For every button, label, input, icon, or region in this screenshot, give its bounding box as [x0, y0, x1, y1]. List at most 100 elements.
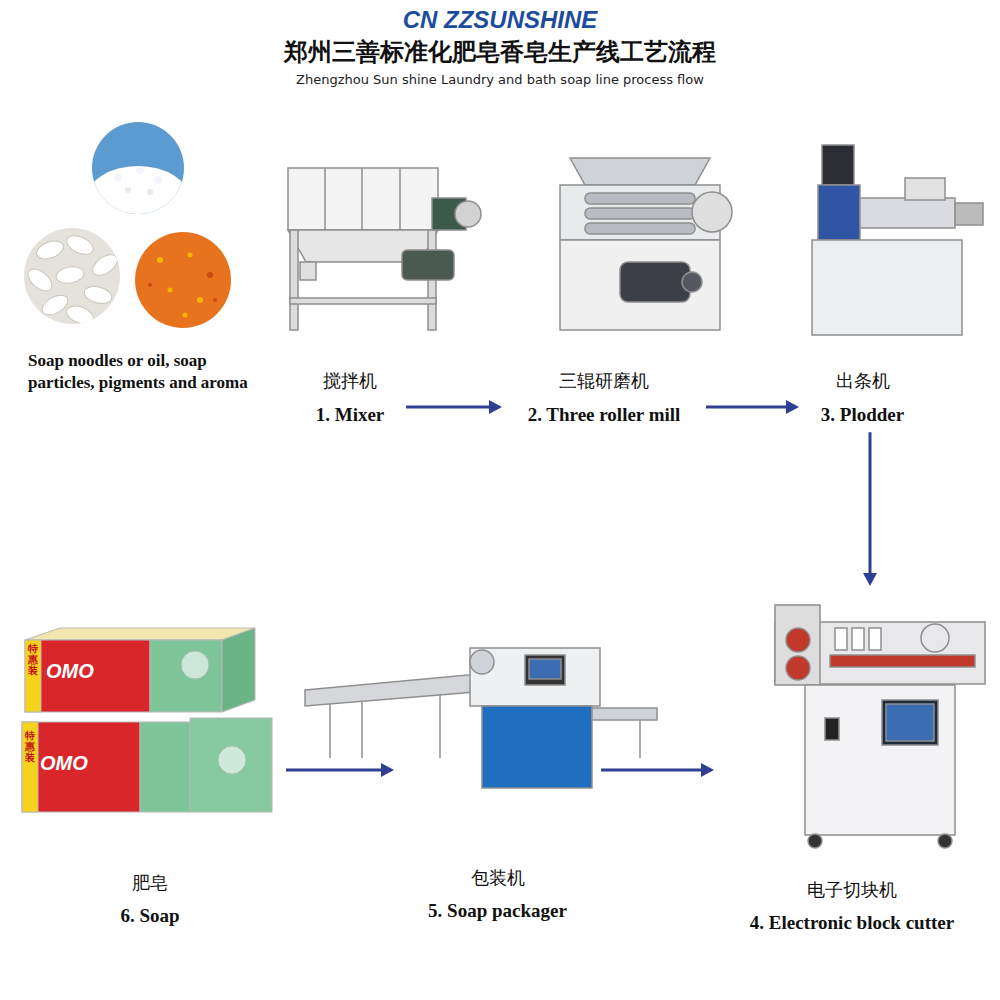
roller-mill-machine-part	[585, 223, 695, 234]
pigment-photo-part-part	[157, 257, 163, 263]
plodder-machine	[812, 145, 983, 335]
soap-packages-part	[22, 722, 38, 812]
soap-packages-part	[25, 640, 150, 712]
step-name: 4. Electronic block cutter	[750, 911, 954, 935]
noodle-photo-part-part	[24, 265, 56, 295]
mixer-machine-part	[290, 298, 436, 304]
plodder-machine-part	[860, 198, 955, 228]
soap-packages	[22, 628, 272, 812]
roller-mill-machine-part	[560, 240, 720, 330]
step-name-cn: 包装机	[471, 867, 525, 890]
pigment-photo	[135, 232, 231, 328]
noodle-photo	[24, 228, 121, 327]
cutter-machine-part	[786, 628, 810, 652]
promo-text: 特惠装	[28, 643, 38, 676]
packager-machine-part	[482, 706, 592, 788]
packager-machine-part	[470, 650, 494, 674]
arrow-line	[406, 406, 491, 409]
plodder-machine-part	[818, 185, 860, 240]
mixer-machine-part	[324, 168, 326, 230]
soap-packages-part	[218, 746, 246, 774]
step-name-cn: 搅拌机	[323, 370, 377, 393]
packager-machine-part	[592, 708, 657, 720]
packager-machine-part	[470, 648, 600, 706]
process-step: 出条机3. Plodder	[805, 370, 920, 426]
soap-packages-part	[222, 628, 255, 712]
cutter-machine-part	[869, 628, 881, 650]
cutter-machine-part	[830, 655, 975, 667]
arrow-head	[863, 573, 877, 586]
soap-packages-part	[140, 722, 190, 812]
arrow-line	[706, 406, 788, 409]
brand-mark: OMO	[40, 752, 88, 775]
step-name: Soap noodles or oil, soap particles, pig…	[28, 350, 258, 394]
logo-text: CN ZZSUNSHINE	[0, 6, 1000, 34]
soap-packages-part	[25, 628, 255, 640]
diagram-title: 郑州三善标准化肥皂香皂生产线工艺流程	[0, 36, 1000, 68]
cutter-machine-part	[886, 704, 934, 741]
flow-arrow	[286, 763, 394, 777]
pigment-photo-part-part	[148, 283, 152, 287]
step-name: 1. Mixer	[316, 403, 385, 427]
granule-photo-part-part	[86, 166, 190, 234]
pigment-photo-part-part	[197, 297, 203, 303]
plodder-machine-part	[812, 240, 962, 335]
pigment-photo-part-part	[213, 298, 217, 302]
roller-mill-machine-part	[682, 272, 702, 292]
flow-arrow	[406, 400, 502, 414]
mixer-machine-part	[361, 168, 363, 230]
noodle-photo-part-part	[64, 232, 96, 258]
granule-photo-part-part	[125, 187, 131, 193]
packager-machine-part	[439, 694, 441, 758]
pigment-photo-part-part	[188, 253, 193, 258]
cutter-machine-part	[921, 624, 949, 652]
noodle-photo-part-part	[34, 238, 66, 263]
pigment-photo-part	[148, 253, 217, 318]
soap-packages-part	[190, 718, 272, 812]
cutter-machine-part	[775, 605, 820, 685]
pigment-photo-part	[135, 232, 231, 328]
packager-machine-part	[329, 704, 331, 758]
roller-mill-machine-part	[570, 158, 710, 185]
process-step: 搅拌机 1. Mixer	[300, 370, 400, 426]
cutter-machine-part	[825, 718, 839, 740]
step-name-cn: 电子切块机	[807, 879, 897, 902]
roller-mill-machine-part	[692, 192, 732, 232]
packager-machine-part	[361, 701, 363, 758]
soap-packages-part	[22, 722, 140, 812]
arrow-line	[286, 769, 383, 772]
step-name-cn: 肥皂	[132, 872, 168, 895]
mixer-machine-part	[288, 168, 438, 230]
step-name: 6. Soap	[120, 904, 179, 928]
packager-machine-part	[529, 659, 561, 679]
packager-machine	[305, 648, 657, 788]
arrow-head	[786, 400, 799, 414]
step-name: 2. Three roller mill	[528, 403, 681, 427]
roller-mill-machine-part	[585, 208, 695, 219]
arrow-head	[701, 763, 714, 777]
roller-mill-machine-part	[585, 193, 695, 204]
mixer-machine	[288, 168, 481, 330]
granule-photo-part-part	[154, 176, 162, 184]
flow-arrow	[706, 400, 799, 414]
cutter-machine-part	[786, 656, 810, 680]
soap-packages-part	[150, 640, 222, 712]
cutter-machine-part	[805, 685, 955, 835]
cutter-machine-part	[882, 700, 938, 745]
cutter-machine-part	[808, 834, 822, 848]
process-step: 三辊研磨机2. Three roller mill	[508, 370, 700, 426]
noodle-photo-part-part	[82, 284, 113, 307]
pigment-photo-part-part	[168, 288, 173, 293]
noodle-photo-part-part	[89, 250, 121, 279]
granule-photo-part-part	[136, 166, 144, 174]
noodle-photo-part-part	[64, 303, 96, 328]
mixer-machine-part	[402, 250, 454, 280]
subtitle: Zhengzhou Sun shine Laundry and bath soa…	[0, 72, 1000, 87]
roller-mill-machine-part	[620, 262, 690, 302]
cutter-machine-part	[852, 628, 864, 650]
promo-text: 特惠装	[25, 730, 35, 763]
soap-packages-part	[181, 651, 209, 679]
